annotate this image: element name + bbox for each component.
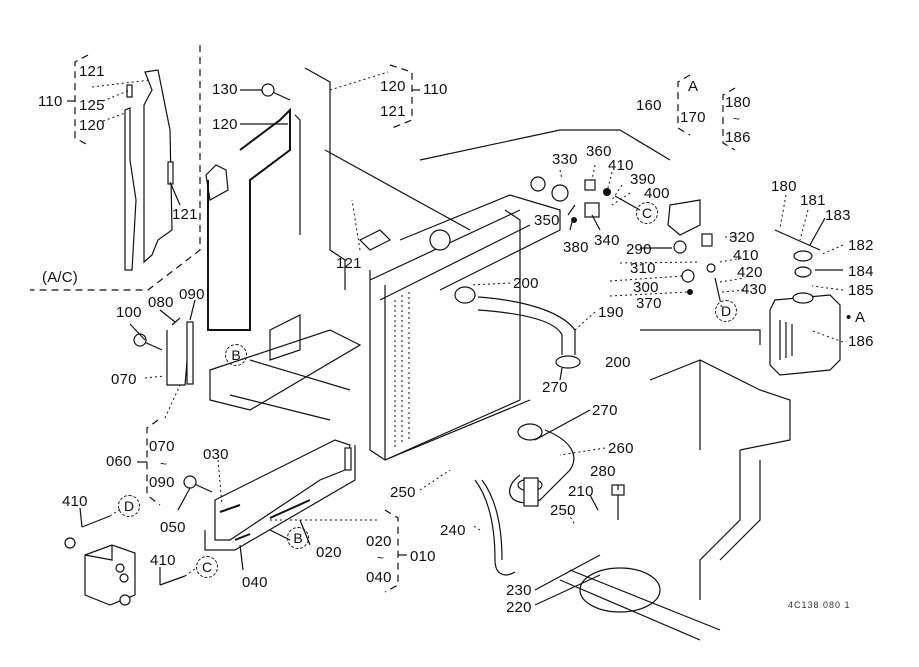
part-label-310: 310 [630,260,656,277]
part-label-090: 090 [149,474,175,491]
part-label-020: 020 [366,533,392,550]
part-label-060: 060 [106,453,132,470]
ac-bracket-panel [124,69,174,271]
part-label-250: 250 [390,484,416,501]
part-label-430: 430 [741,281,767,298]
drawing-code: 4C138 080 1 [788,600,851,610]
part-label-260: 260 [608,440,634,457]
part-label-320: 320 [729,229,755,246]
part-label-180: 180 [771,178,797,195]
part-label-120: 120 [212,116,238,133]
callout-b-1: B [225,344,247,366]
radiator-support-frame [205,67,471,421]
part-label-220: 220 [506,599,532,616]
group-brackets [67,54,736,593]
part-label-121: 121 [336,255,362,272]
part-label-186: 186 [725,129,751,146]
part-label-270: 270 [592,402,618,419]
tilde: ~ [377,551,385,565]
part-label-110: 110 [38,93,63,110]
part-label-200: 200 [513,275,539,292]
part-label-340: 340 [594,232,620,249]
part-label-a: A [688,78,699,95]
part-label-270: 270 [542,379,568,396]
part-label-182: 182 [848,237,874,254]
part-label-a-ref: • A [846,309,866,326]
ac-region-boundary [30,45,201,291]
part-label-125: 125 [79,97,105,114]
part-label-020: 020 [316,544,342,561]
ac-region-label: (A/C) [42,269,78,286]
part-label-330: 330 [552,151,578,168]
part-label-185: 185 [848,282,874,299]
fitting-cluster [530,176,721,301]
part-label-160: 160 [636,97,662,114]
callout-d-2: D [118,495,140,517]
part-label-410: 410 [150,552,176,569]
upper-radiator-hose [454,286,581,369]
part-label-186: 186 [848,333,874,350]
part-label-050: 050 [160,519,186,536]
lower-radiator-hose [509,423,575,507]
radiator [369,129,671,461]
part-label-120: 120 [380,78,406,95]
part-label-190: 190 [598,304,624,321]
part-label-121: 121 [79,63,105,80]
part-label-130: 130 [212,81,238,98]
part-label-040: 040 [242,574,268,591]
part-label-350: 350 [534,212,560,229]
part-label-200: 200 [605,354,631,371]
part-label-420: 420 [737,264,763,281]
part-label-370: 370 [636,295,662,312]
part-label-300: 300 [633,279,659,296]
callout-c-2: C [196,556,218,578]
part-label-170: 170 [680,109,706,126]
overflow-tube [474,479,516,576]
part-label-070: 070 [111,371,137,388]
valve-block [64,515,186,606]
part-label-121: 121 [172,206,198,223]
part-label-030: 030 [203,446,229,463]
callout-d-1: D [715,300,737,322]
callout-c-1: C [636,202,658,224]
part-label-230: 230 [506,582,532,599]
leader-lines [79,71,844,606]
part-label-250: 250 [550,502,576,519]
part-label-180: 180 [725,94,751,111]
callout-b-2: B [287,527,309,549]
part-label-184: 184 [848,263,874,280]
part-label-410: 410 [608,157,634,174]
part-label-290: 290 [626,241,652,258]
part-label-040: 040 [366,569,392,586]
part-label-360: 360 [586,143,612,160]
tilde: ~ [160,457,168,471]
part-label-410: 410 [733,247,759,264]
chassis-frame [559,329,791,641]
part-label-100: 100 [116,304,142,321]
part-label-183: 183 [825,207,851,224]
part-label-070: 070 [149,438,175,455]
reserve-tank [769,229,841,376]
part-label-280: 280 [590,463,616,480]
part-label-121: 121 [380,103,406,120]
part-label-110: 110 [423,81,448,98]
part-label-080: 080 [148,294,174,311]
part-label-410: 410 [62,493,88,510]
part-label-400: 400 [644,185,670,202]
part-label-181: 181 [800,192,826,209]
part-label-240: 240 [440,522,466,539]
seal-strip [166,317,194,386]
part-label-120: 120 [79,117,105,134]
part-label-210: 210 [568,483,594,500]
part-label-380: 380 [563,239,589,256]
part-label-090: 090 [179,286,205,303]
tilde: ~ [733,112,741,126]
part-label-390: 390 [630,171,656,188]
part-label-010: 010 [410,548,436,565]
bottom-bracket-set [204,439,356,551]
